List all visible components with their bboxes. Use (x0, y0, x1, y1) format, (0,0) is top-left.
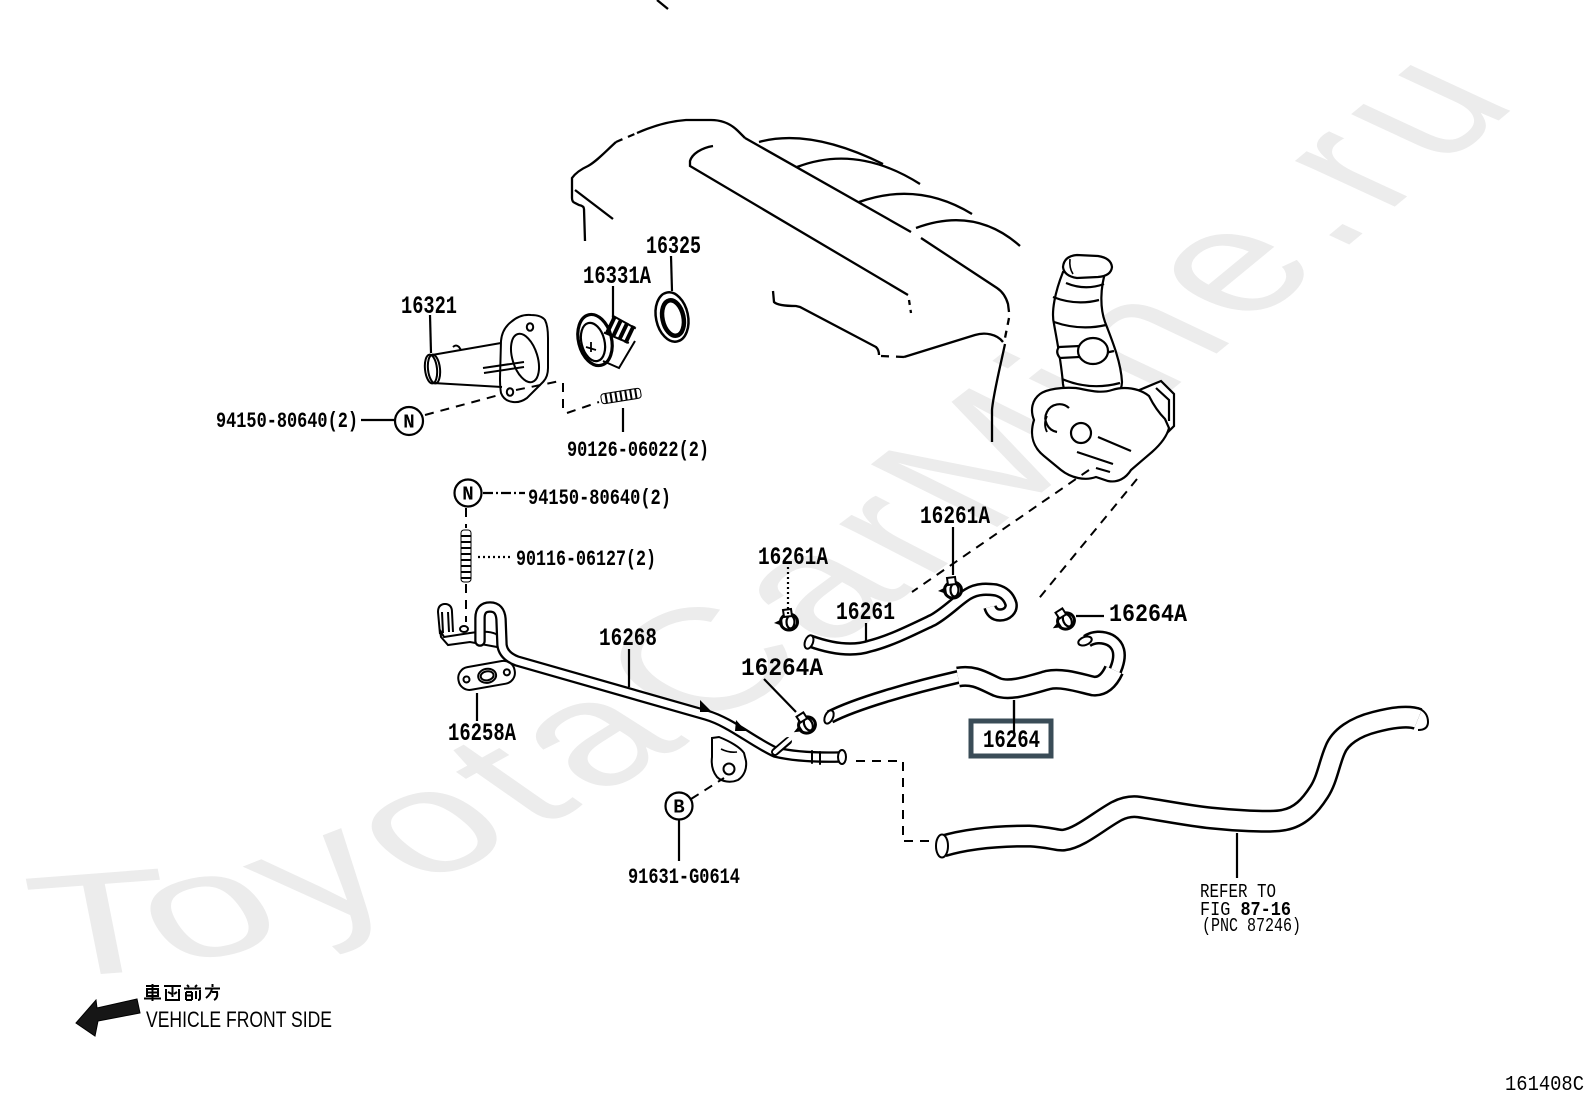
svg-text:16261: 16261 (836, 598, 895, 627)
svg-text:16261A: 16261A (920, 502, 990, 531)
svg-text:16264: 16264 (983, 726, 1040, 755)
svg-text:REFER TO: REFER TO (1200, 881, 1276, 903)
svg-text:91631-G0614: 91631-G0614 (628, 865, 740, 890)
svg-text:16261A: 16261A (758, 543, 828, 572)
svg-text:16321: 16321 (401, 292, 457, 321)
svg-text:FIG 87-16: FIG 87-16 (1200, 899, 1291, 921)
svg-text:90126-06022(2): 90126-06022(2) (567, 438, 709, 463)
svg-text:16264A: 16264A (741, 654, 823, 683)
svg-text:(PNC 87246): (PNC 87246) (1202, 915, 1301, 937)
svg-text:N: N (403, 412, 414, 434)
svg-text:VEHICLE FRONT SIDE: VEHICLE FRONT SIDE (146, 1007, 332, 1032)
svg-text:90116-06127(2): 90116-06127(2) (516, 547, 656, 572)
svg-text:16331A: 16331A (583, 262, 651, 291)
svg-text:B: B (673, 797, 684, 819)
svg-text:16258A: 16258A (448, 719, 516, 748)
svg-text:16325: 16325 (646, 232, 701, 261)
svg-text:N: N (462, 484, 473, 506)
svg-text:161408C: 161408C (1505, 1074, 1584, 1097)
svg-text:16268: 16268 (599, 624, 657, 653)
svg-text:16264A: 16264A (1109, 600, 1187, 629)
svg-text:94150-80640(2): 94150-80640(2) (216, 409, 358, 434)
svg-text:94150-80640(2): 94150-80640(2) (528, 486, 671, 511)
